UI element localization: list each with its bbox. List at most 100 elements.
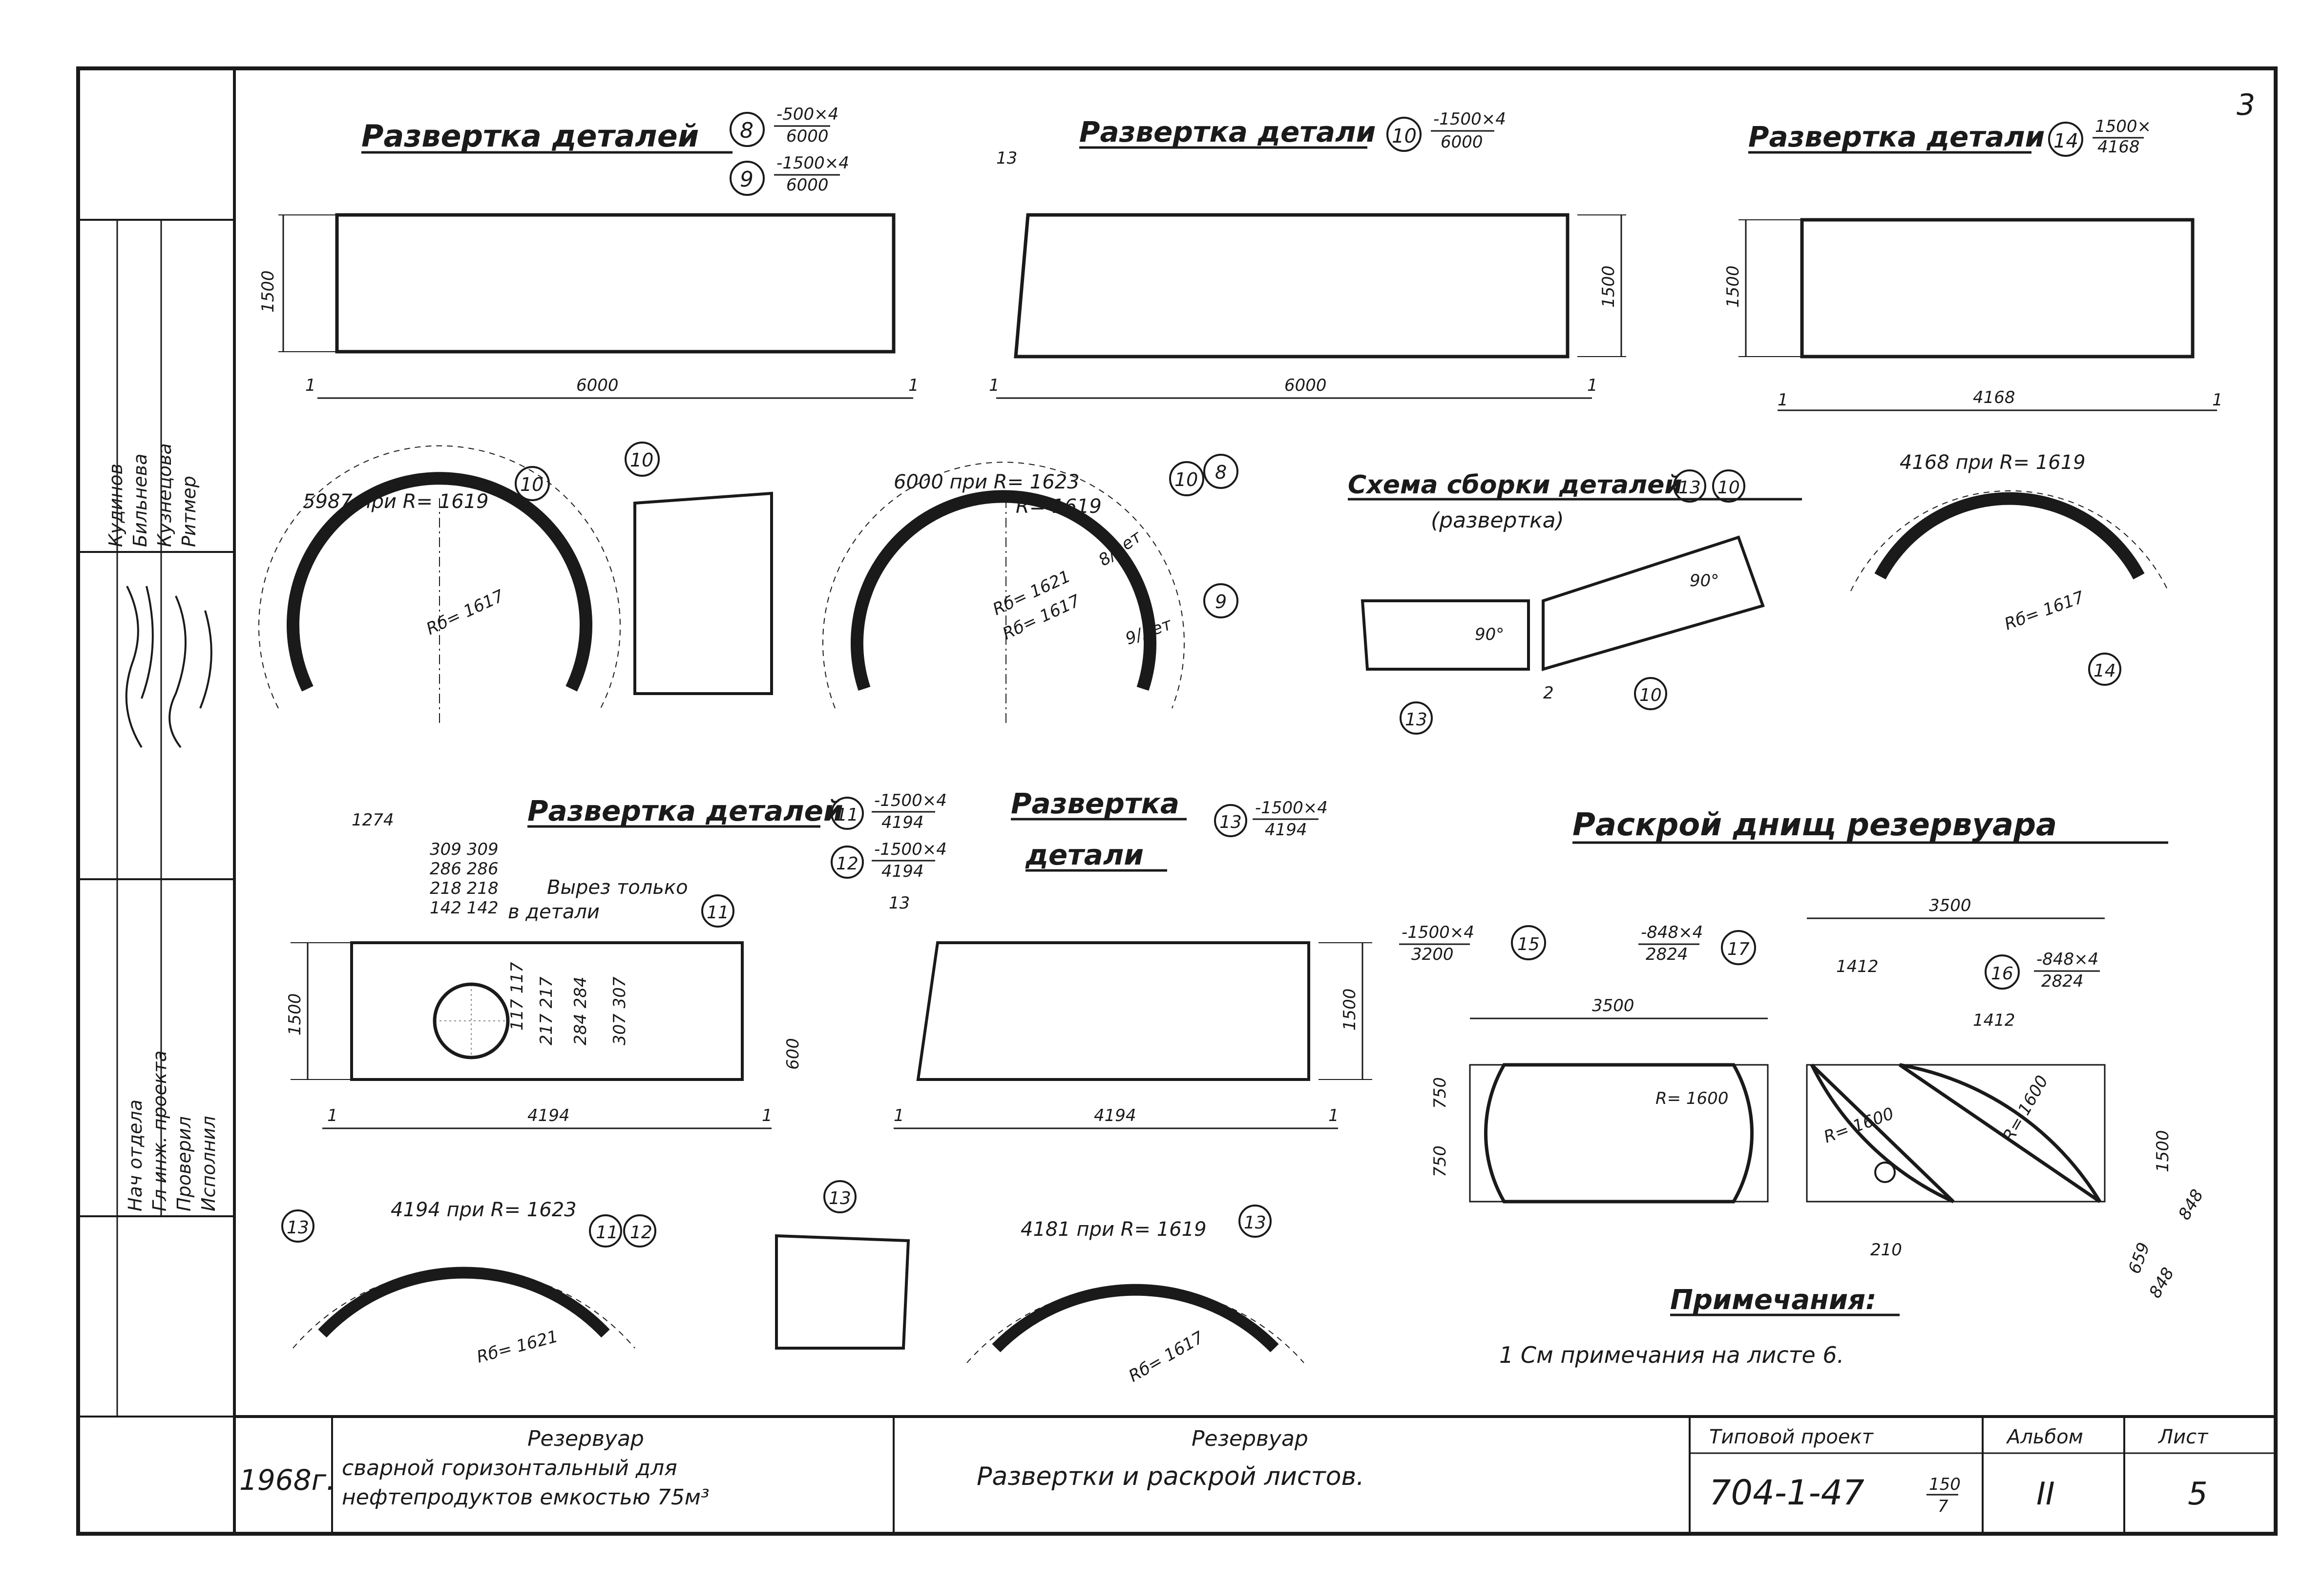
- dim-210: 210: [1870, 1240, 1902, 1260]
- dim-3500-b: 3500: [1929, 896, 1971, 915]
- object-line-3: нефтепродуктов емкостью 75м³: [342, 1485, 710, 1510]
- callout-9-b: 9: [1215, 591, 1227, 613]
- dim-90-b: 90°: [1690, 571, 1719, 591]
- sheet-15-outline: [1469, 1064, 1769, 1203]
- title-bottoms: Раскрой днищ резервуара: [1572, 807, 2057, 843]
- dim-90-a: 90°: [1475, 625, 1504, 644]
- callout-8-b: 8: [1215, 462, 1227, 483]
- arc-label-1: 5987 при R= 1619: [303, 490, 489, 513]
- stamp-role-1: Нач отдела: [125, 1100, 146, 1211]
- callout-16: 16: [1991, 964, 2013, 984]
- frac-8-n: -500×4: [776, 105, 838, 124]
- cutout-v1: 117 117: [507, 962, 527, 1031]
- cutout-v2: 217 217: [537, 976, 556, 1045]
- callout-13-c: 13: [1219, 812, 1242, 832]
- frac-8-d: 6000: [786, 127, 829, 146]
- arc-radius-5: Rб= 1617: [1126, 1328, 1208, 1386]
- callout-12-b: 12: [630, 1223, 652, 1243]
- dim-6000-b: 6000: [1284, 376, 1327, 395]
- frac-17-d: 2824: [1646, 945, 1688, 964]
- callout-15: 15: [1517, 934, 1540, 954]
- callout-10: 10: [1392, 125, 1417, 148]
- notes: Примечания: 1 См примечания на листе 6.: [1499, 1284, 1900, 1368]
- arc-detail-10: 5987 при R= 1619 10 Rб= 1617 10: [258, 442, 773, 723]
- dim-600: 600: [783, 1038, 803, 1070]
- album-value: II: [2036, 1476, 2055, 1512]
- callout-11: 11: [836, 805, 858, 825]
- scheme-subtitle: (развертка): [1431, 508, 1564, 533]
- arc-label-2b: R= 1619: [1016, 495, 1102, 518]
- arc-label-4: 4194 при R= 1623: [391, 1199, 577, 1221]
- arc-radius-3: Rб= 1617: [2002, 587, 2087, 634]
- sheet-corner-number: 3: [2237, 88, 2255, 122]
- arc-detail-13-b: 4181 при R= 1619 13 Rб= 1617: [966, 1205, 1304, 1386]
- panel-bottoms-cutting: Раскрой днищ резервуара -1500×4 3200 15 …: [1399, 807, 2207, 1302]
- frac-16-n: -848×4: [2036, 950, 2098, 969]
- stamp-name-2: Бильнева: [129, 454, 151, 547]
- frac-11-d: 4194: [881, 813, 924, 832]
- arc-detail-14: 4168 при R= 1619 Rб= 1617 14: [1850, 451, 2169, 686]
- inner-frame: [233, 67, 2277, 1535]
- panel-detail-10: Развертка детали 10 -1500×4 6000 13 1500…: [989, 109, 1626, 399]
- cutout-n4: 142 142: [430, 898, 499, 918]
- title-detail-13-a: Развертка: [1011, 787, 1179, 820]
- list-label: Лист: [2157, 1426, 2209, 1448]
- callout-10-e: 10: [1717, 478, 1740, 498]
- dim-4194-b: 4194: [1094, 1106, 1136, 1125]
- dim-1412-a: 1412: [1836, 957, 1879, 976]
- project-frac-n: 150: [1929, 1475, 1961, 1494]
- frac-11-n: -1500×4: [874, 791, 947, 810]
- scheme-title: Схема сборки деталей: [1348, 470, 1682, 500]
- dim-848-a: 848: [2145, 1264, 2178, 1301]
- year: 1968г.: [239, 1463, 335, 1497]
- callout-13-e: 13: [829, 1188, 851, 1208]
- sheet-13: [916, 941, 1310, 1081]
- project-frac-d: 7: [1938, 1497, 1948, 1516]
- callout-9: 9: [740, 167, 754, 192]
- panel-details-8-9: Развертка деталей 8 -500×4 6000 9 -1500×…: [258, 105, 919, 399]
- bottom-16: [1899, 1063, 2101, 1203]
- dim-1500-c: 1500: [1723, 265, 1743, 308]
- dim-13-a: 13: [996, 148, 1017, 168]
- dim-1412-b: 1412: [1973, 1011, 2015, 1030]
- flat-detail-13: 13: [775, 1180, 910, 1350]
- cutout-label-2: в детали: [508, 901, 600, 923]
- object-line-1: Резервуар: [527, 1426, 644, 1451]
- frac-14-d: 4168: [2097, 137, 2140, 157]
- dim-1-f: 1: [2212, 390, 2223, 410]
- stamp-signatures: [125, 586, 212, 748]
- stamp-role-2: Гл инж. проекта: [149, 1051, 170, 1211]
- stamp-role-4: Исполнил: [198, 1116, 219, 1211]
- arc-label-2: 6000 при R= 1623: [894, 471, 1080, 493]
- title-block: 1968г. Резервуар сварной горизонтальный …: [234, 1415, 2276, 1534]
- project-number: 704-1-47: [1709, 1473, 1864, 1513]
- frac-9-n: -1500×4: [776, 153, 849, 173]
- sheet-8-9: [335, 213, 896, 354]
- callout-10-f: 10: [1639, 685, 1662, 705]
- cutout-v4: 307 307: [610, 976, 629, 1045]
- callout-14: 14: [2053, 130, 2078, 152]
- cutout-n1: 309 309: [430, 840, 499, 859]
- callout-13-d: 13: [287, 1218, 309, 1238]
- callout-11-c: 11: [596, 1223, 618, 1243]
- arc-detail-13-a: 4194 при R= 1623 11 12 13 Rб= 1621: [281, 1199, 656, 1367]
- dim-1-h: 1: [762, 1106, 773, 1125]
- cutout-v3: 284 284: [571, 976, 590, 1045]
- flat-detail-10: [633, 491, 773, 695]
- project-label: Типовой проект: [1709, 1426, 1874, 1448]
- callout-10-d: 10: [1174, 469, 1198, 490]
- dim-1274: 1274: [352, 810, 394, 830]
- title-details-8-9: Развертка деталей: [361, 118, 699, 154]
- frac-13-d: 4194: [1265, 820, 1307, 840]
- frac-9-d: 6000: [786, 175, 829, 195]
- callout-17: 17: [1727, 939, 1750, 959]
- dim-1500-f: 1500: [2153, 1130, 2173, 1172]
- stamp-name-3: Кузнецова: [154, 443, 175, 547]
- sheet-14: [1800, 218, 2195, 359]
- stamp-role-3: Проверил: [173, 1116, 195, 1211]
- title-detail-10: Развертка детали: [1079, 115, 1376, 148]
- radius-15: R= 1600: [1655, 1089, 1728, 1108]
- frac-14-n: 1500×: [2095, 117, 2151, 136]
- notes-title: Примечания:: [1670, 1284, 1876, 1316]
